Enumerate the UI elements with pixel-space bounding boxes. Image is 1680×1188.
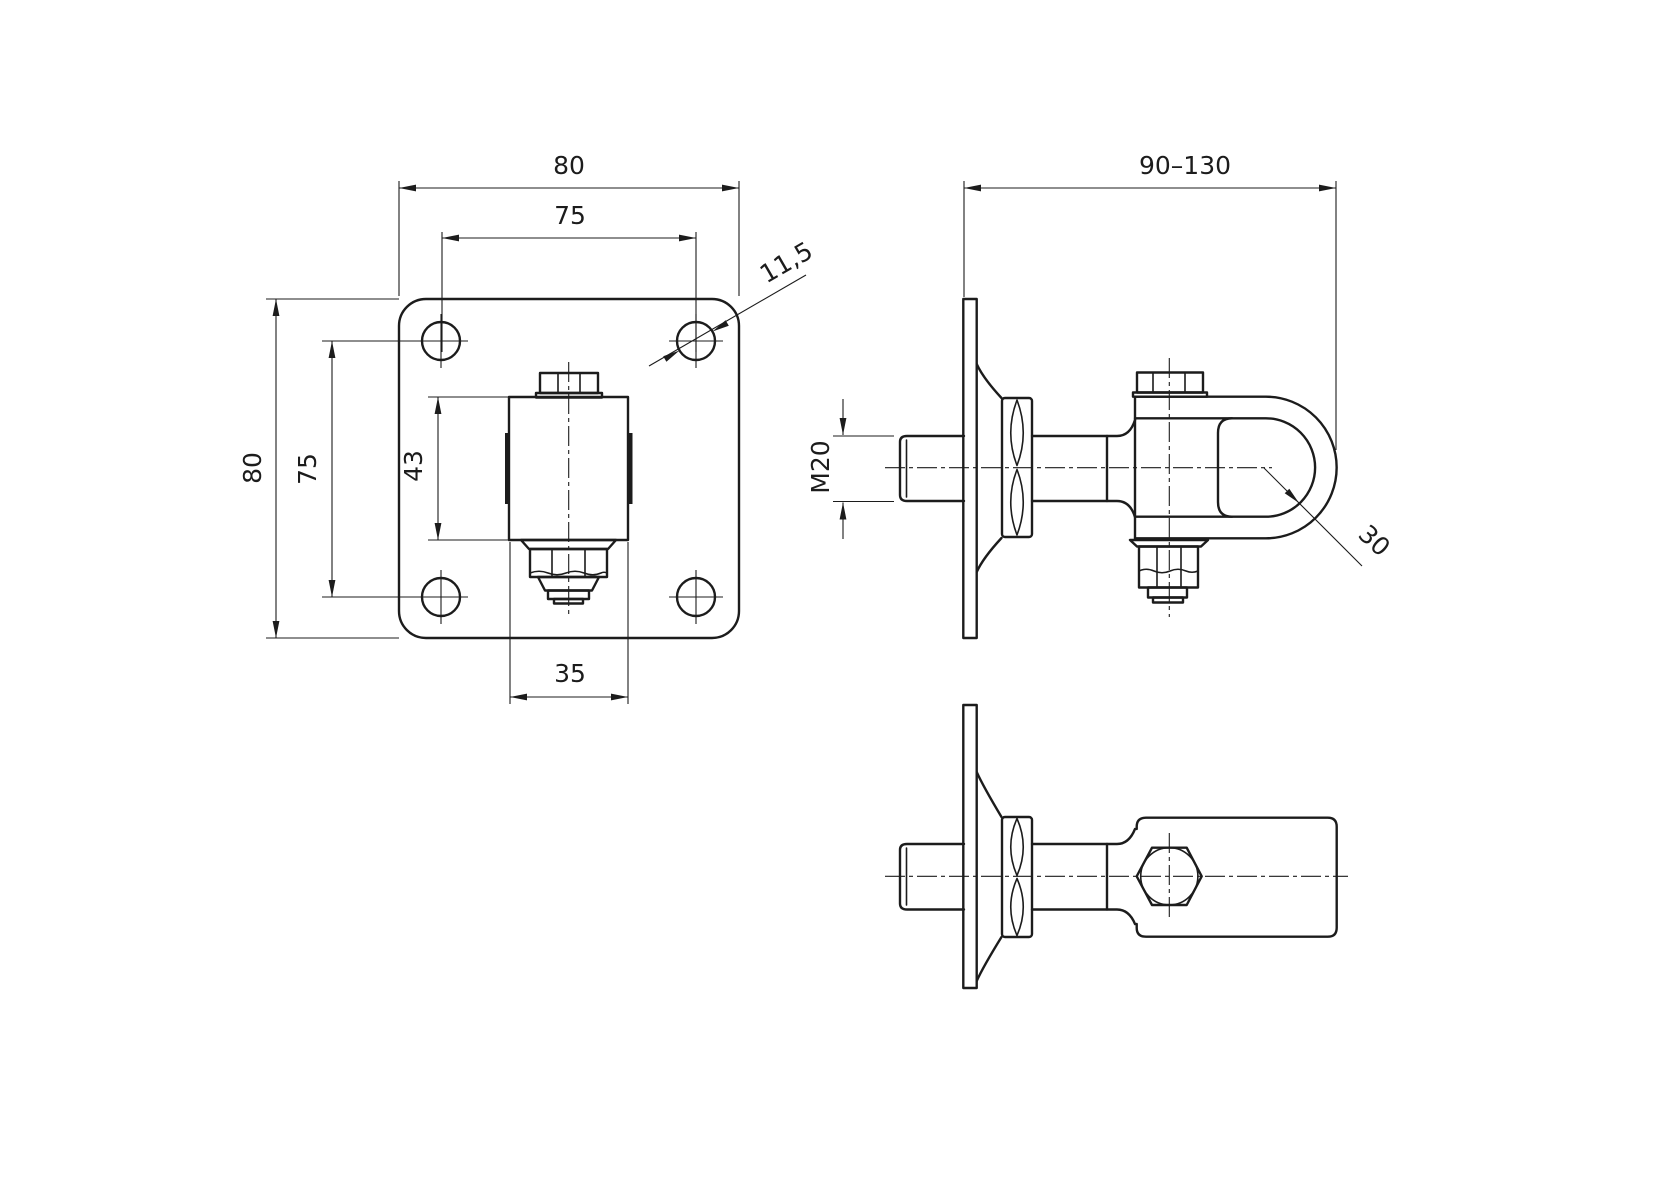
- front-view: 80 75 11,5 80 75: [238, 151, 818, 704]
- strap-outer-edge: [1133, 395, 1338, 540]
- dim-hole-pitch-vertical-label: 75: [293, 453, 322, 485]
- mounting-plate-outline: [397, 297, 741, 640]
- plate-cone-flare: [975, 770, 1003, 983]
- dim-hole-pitch-vertical: 75: [293, 340, 462, 598]
- clevis-lock-nut: [1128, 538, 1210, 604]
- threaded-stud: [898, 418, 1137, 519]
- hinge-sleeve-body: [1135, 816, 1338, 938]
- plan-view: [885, 703, 1348, 990]
- dim-plate-width-label: 80: [553, 151, 585, 180]
- dim-body-width-label: 35: [554, 659, 586, 688]
- weld-seams: [505, 433, 633, 504]
- dim-thread-size-label: M20: [806, 440, 835, 493]
- plate-cone-flare: [975, 362, 1003, 574]
- weld-plate-edge: [962, 297, 978, 640]
- strap-inner-edge: [1133, 417, 1317, 518]
- dim-body-height: 43: [399, 396, 510, 541]
- dim-hole-pitch-horizontal-label: 75: [554, 201, 586, 230]
- dim-strap-inner-diameter: 30: [1263, 467, 1396, 567]
- dim-hole-diameter-label: 11,5: [755, 236, 818, 289]
- dim-adjustment-range: 90–130: [963, 151, 1337, 450]
- weld-plate-edge: [962, 703, 978, 990]
- dim-plate-width: 80: [398, 151, 740, 296]
- dim-thread-size: M20: [806, 399, 894, 539]
- dim-strap-inner-diameter-label: 30: [1353, 519, 1396, 562]
- bolt-washer: [1131, 391, 1209, 398]
- adjusting-nut: [1000, 815, 1034, 939]
- dim-plate-height-label: 80: [238, 452, 267, 484]
- dim-hole-diameter: 11,5: [648, 236, 818, 367]
- dim-adjustment-range-label: 90–130: [1139, 151, 1231, 180]
- dim-plate-height: 80: [238, 298, 399, 639]
- side-view: 90–130 M20 30: [806, 151, 1396, 640]
- dim-body-width: 35: [509, 542, 629, 704]
- dim-hole-pitch-horizontal: 75: [441, 201, 697, 352]
- clevis-bolt-head: [1131, 371, 1209, 398]
- dim-body-height-label: 43: [399, 450, 428, 482]
